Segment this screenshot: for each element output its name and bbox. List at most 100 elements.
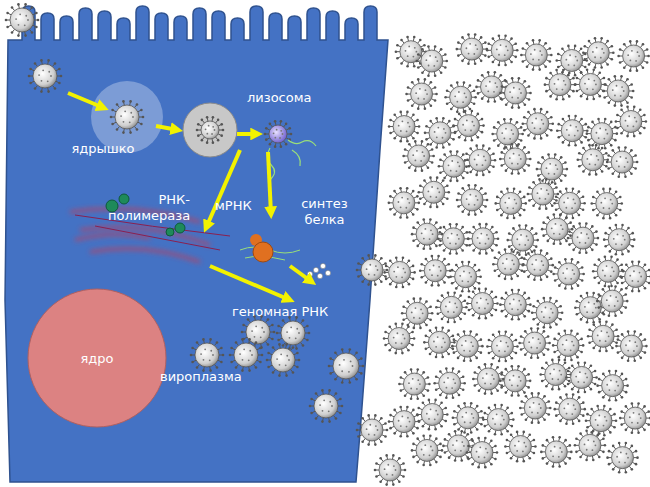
virus-spike-tip [506, 187, 509, 190]
virus-dot [568, 134, 570, 136]
virus-dot [239, 353, 241, 355]
virus-spike-tip [481, 74, 484, 77]
virus-spike-tip [642, 43, 645, 46]
virus-spike-tip [241, 331, 244, 334]
virus-particle [521, 108, 554, 140]
virus-dot [212, 354, 214, 356]
virus-spike-tip [561, 47, 564, 50]
virus-dot [50, 75, 52, 77]
virus-dot [400, 130, 402, 132]
process-arrow [268, 152, 271, 214]
virus-dot [600, 202, 602, 204]
virus-capsid [10, 8, 34, 32]
virus-spike-tip [348, 381, 351, 384]
virus-spike-tip [439, 239, 442, 242]
virus-spike-tip [600, 66, 603, 69]
virus-spike-tip [419, 39, 422, 42]
virus-dot [599, 128, 601, 130]
virus-capsid [408, 145, 430, 167]
virus-dot [555, 164, 557, 166]
virus-spike-tip [521, 122, 524, 125]
virus-dot [594, 56, 596, 58]
virus-spike-tip [467, 213, 470, 216]
virus-spike-tip [559, 213, 562, 216]
virus-dot [509, 138, 511, 140]
virus-dot [483, 156, 485, 158]
virus-dot [243, 348, 245, 350]
virus-spike-tip [496, 196, 499, 199]
virus-spike-tip [355, 378, 358, 381]
virus-capsid [393, 192, 415, 214]
virus-spike-tip [212, 116, 215, 119]
virus-spike-tip [549, 60, 552, 63]
virus-spike-tip [536, 168, 539, 171]
virus-dot [401, 120, 403, 122]
virus-particle [553, 187, 586, 219]
virus-dot [527, 239, 529, 241]
virus-spike-tip [267, 352, 270, 355]
virus-dot [496, 86, 498, 88]
virus-dot [541, 54, 543, 56]
virus-spike-tip [574, 74, 577, 77]
virus-spike-tip [642, 66, 645, 69]
virus-spike-tip [611, 149, 614, 152]
virus-dot [505, 46, 507, 48]
virus-spike-tip [538, 207, 541, 210]
virus-spike-tip [467, 238, 470, 241]
virus-particle [617, 40, 650, 72]
virus-spike-tip [611, 172, 614, 175]
virus-spike-tip [217, 119, 220, 122]
virus-spike-tip [122, 131, 125, 134]
virus-spike-tip [529, 158, 532, 161]
virus-spike-tip [328, 389, 331, 392]
virus-spike-tip [435, 93, 438, 96]
virus-capsid [411, 83, 433, 105]
protein-dot [317, 273, 322, 278]
virus-spike-tip [462, 153, 465, 156]
virus-spike-tip [533, 137, 536, 140]
virus-spike-tip [597, 118, 600, 121]
virus-dot [206, 133, 208, 135]
virus-spike-tip [448, 143, 451, 146]
virus-spike-tip [615, 214, 618, 217]
virus-dot [468, 204, 470, 206]
virus-spike-tip [520, 126, 523, 129]
virus-particle [328, 348, 365, 384]
virus-spike-tip [591, 144, 594, 147]
virus-spike-tip [512, 227, 515, 230]
virus-spike-tip [197, 134, 200, 137]
virus-spike-tip [606, 40, 609, 43]
virus-dot [286, 355, 288, 357]
virus-spike-tip [608, 78, 611, 81]
virus-spike-tip [222, 129, 225, 132]
virus-dot [524, 244, 526, 246]
virus-particle [586, 118, 619, 150]
virus-spike-tip [578, 190, 581, 193]
virus-particle [28, 59, 63, 93]
virus-spike-tip [417, 53, 420, 56]
virus-spike-tip [636, 161, 639, 164]
virus-spike-tip [60, 75, 63, 78]
virus-spike-tip [494, 100, 497, 103]
virus-spike-tip [278, 374, 281, 377]
virus-spike-tip [285, 123, 288, 126]
virus-dot [407, 55, 409, 57]
virus-spike-tip [532, 68, 535, 71]
virus-spike-tip [620, 108, 623, 111]
virus-dot [568, 64, 570, 66]
virus-spike-tip [58, 82, 61, 85]
virus-spike-tip [607, 154, 610, 157]
virus-spike-tip [220, 361, 223, 364]
virus-spike-tip [242, 324, 245, 327]
rna-strand [75, 234, 150, 240]
virus-spike-tip [572, 90, 575, 93]
protein-dot [313, 267, 318, 272]
virus-spike-tip [400, 62, 403, 65]
virus-spike-tip [602, 188, 605, 191]
virus-spike-tip [271, 338, 274, 341]
virus-spike-tip [646, 61, 649, 64]
virus-spike-tip [486, 199, 489, 202]
virus-spike-tip [241, 338, 244, 341]
virus-dot [475, 44, 477, 46]
virus-spike-tip [626, 78, 629, 81]
